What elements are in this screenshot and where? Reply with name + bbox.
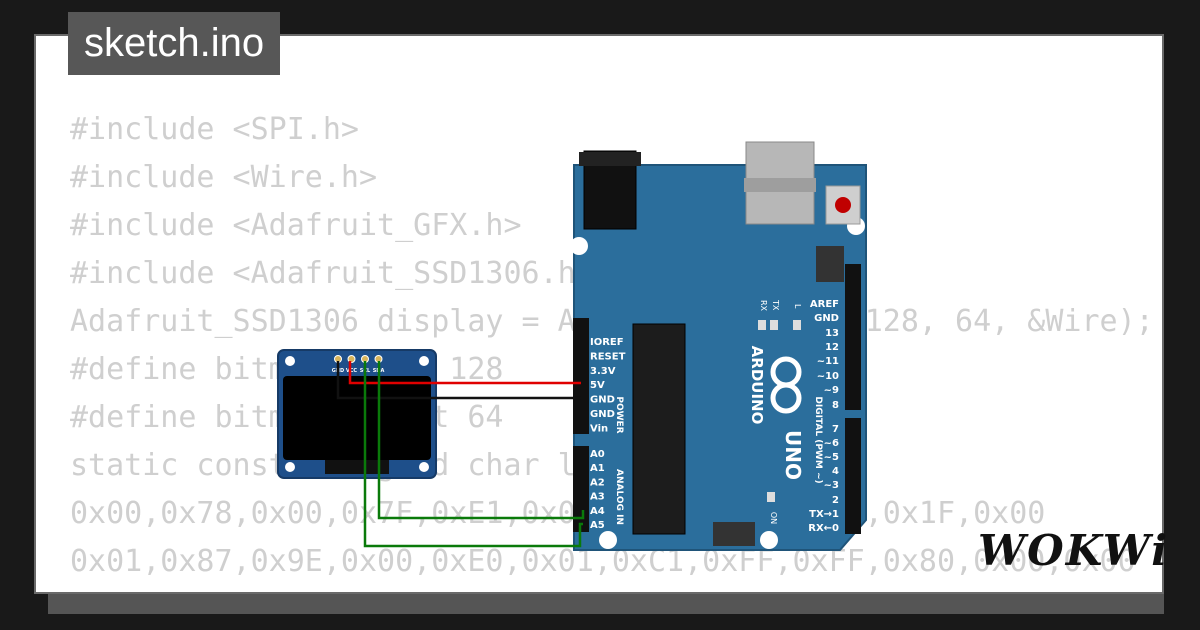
digital-pin-label: ~11: [817, 356, 839, 367]
file-tab[interactable]: sketch.ino: [68, 12, 281, 75]
digital-pin-label: 2: [832, 495, 839, 506]
analog-pin-label: A1: [590, 463, 605, 474]
on-led-label: ON: [769, 512, 778, 524]
analog-pin-label: A0: [590, 449, 605, 460]
digital-pin-label: AREF: [810, 299, 839, 310]
digital-pin-label: ~5: [824, 452, 839, 463]
digital-pin-label: 12: [825, 342, 839, 353]
digital-pin-label: GND: [814, 313, 839, 324]
arduino-uno-board[interactable]: ARDUINO UNO POWER ANALOG IN DIGITAL (PWM…: [570, 141, 867, 551]
analog-pin-label: A2: [590, 477, 605, 488]
arduino-brand: ARDUINO: [748, 346, 766, 425]
digital-pin-label: 7: [832, 424, 839, 435]
wokwi-logo: WOKWi: [978, 526, 1170, 575]
arduino-model: UNO: [781, 430, 805, 480]
digital-header-low: [845, 418, 861, 534]
l-led-label: L: [793, 304, 802, 309]
power-pin-label: Vin: [590, 423, 608, 434]
analog-header: [573, 446, 589, 532]
digital-pin-label: 13: [825, 328, 839, 339]
rx-led-label: RX: [759, 300, 768, 312]
power-pin-label: RESET: [590, 351, 626, 362]
code-line: #include <Adafruit_GFX.h>: [70, 208, 522, 243]
digital-pin-label: ~3: [824, 480, 839, 491]
wires: [336, 361, 585, 548]
power-label: POWER: [614, 396, 624, 433]
power-pin-label: GND: [590, 409, 615, 420]
power-pin-labels: IOREF RESET 3.3V 5V GND GND Vin: [590, 337, 626, 434]
analog-pin-label: A3: [590, 492, 605, 503]
atmega-chip: [632, 323, 686, 535]
code-line: #include <Adafruit_SSD1306.h>: [70, 256, 594, 291]
digital-pin-labels: AREF GND 13 12 ~11 ~10 ~9 8 7 ~6 ~5 4 ~3 2TX→1RX←0: [808, 299, 839, 534]
digital-pin-label: RX←0: [808, 523, 839, 534]
oled-pin[interactable]: [347, 355, 356, 363]
code-line: #include <SPI.h>: [70, 112, 359, 147]
digital-pin-label: 8: [832, 400, 839, 411]
digital-header-high: [845, 264, 861, 410]
oled-pin-label: VCC: [346, 368, 358, 374]
wire-vcc-5v: [348, 361, 581, 385]
analog-pin-label: A4: [590, 506, 605, 517]
wire-gnd: [336, 361, 581, 400]
digital-pin-label: ~6: [824, 438, 839, 449]
digital-pin-label: ~10: [817, 371, 839, 382]
power-pin-label: GND: [590, 395, 615, 406]
digital-label: DIGITAL (PWM ~): [813, 396, 823, 483]
power-pin-label: IOREF: [590, 337, 624, 348]
arduino-infinity-icon: [770, 356, 802, 414]
wire-scl-a5: [363, 361, 583, 548]
code-line: #include <Wire.h>: [70, 160, 378, 195]
oled-screen: [283, 376, 431, 460]
wire-sda-a4: [377, 361, 585, 520]
code-line: 0x00,0x78,0x00,0x7F,0xE1,0x00,0x00,0x1E,…: [70, 496, 1046, 531]
tx-led-label: TX: [771, 299, 780, 311]
digital-pin-label: 4: [832, 466, 839, 477]
power-header: [573, 318, 589, 434]
digital-pin-label: TX→1: [809, 509, 839, 520]
power-pin-label: 5V: [590, 380, 605, 391]
analog-label: ANALOG IN: [614, 469, 624, 525]
analog-pin-label: A5: [590, 520, 605, 531]
power-pin-label: 3.3V: [590, 366, 616, 377]
digital-pin-label: ~9: [824, 385, 839, 396]
